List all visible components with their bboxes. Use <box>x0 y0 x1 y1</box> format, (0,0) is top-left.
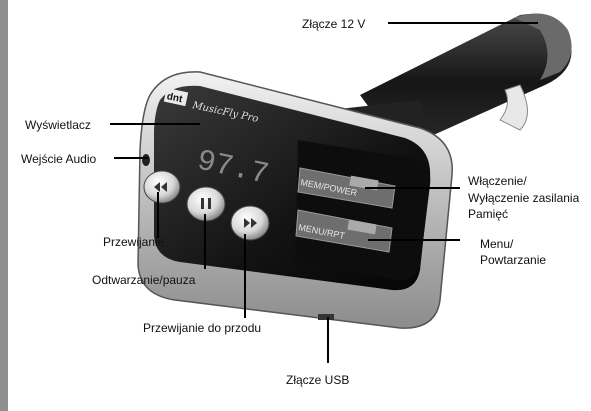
brand-logo-box <box>163 87 189 107</box>
audio-input-jack <box>142 154 150 166</box>
label-12v-connector: Złącze 12 V <box>302 17 366 31</box>
label-usb-connector: Złącze USB <box>286 373 350 387</box>
play-pause-button <box>186 186 226 222</box>
label-audio-input: Wejście Audio <box>21 152 97 166</box>
label-power-line2: Wyłączenie zasilania <box>468 191 580 205</box>
leader-play-v <box>204 214 206 269</box>
left-edge-strip <box>0 0 8 411</box>
leader-audio <box>114 157 148 159</box>
usb-slot <box>318 314 334 320</box>
label-menu-line1: Menu/ <box>480 237 514 251</box>
mem-power-rocker <box>297 167 396 209</box>
leader-ff-v <box>244 234 246 318</box>
label-fast-forward: Przewijanie do przodu <box>143 321 262 335</box>
label-rewind: Przewijanie <box>103 235 165 249</box>
button-bay <box>295 140 431 281</box>
label-power-line3: Pamięć <box>468 207 509 221</box>
label-play-pause: Odtwarzanie/pauza <box>92 273 196 287</box>
leader-rewind-v <box>157 192 159 238</box>
leader-12v <box>388 22 538 24</box>
leader-usb-v <box>327 317 329 363</box>
menu-rpt-rocker <box>295 209 393 253</box>
fast-forward-button <box>230 205 270 241</box>
leader-menu <box>368 239 460 241</box>
brand-logo: dnt <box>166 91 184 105</box>
rewind-button <box>143 170 181 204</box>
leader-display <box>110 123 200 125</box>
leader-power <box>365 187 460 189</box>
label-display: Wyświetlacz <box>25 118 91 132</box>
label-power-line1: Włączenie/ <box>468 174 527 188</box>
label-menu-line2: Powtarzanie <box>480 253 547 267</box>
